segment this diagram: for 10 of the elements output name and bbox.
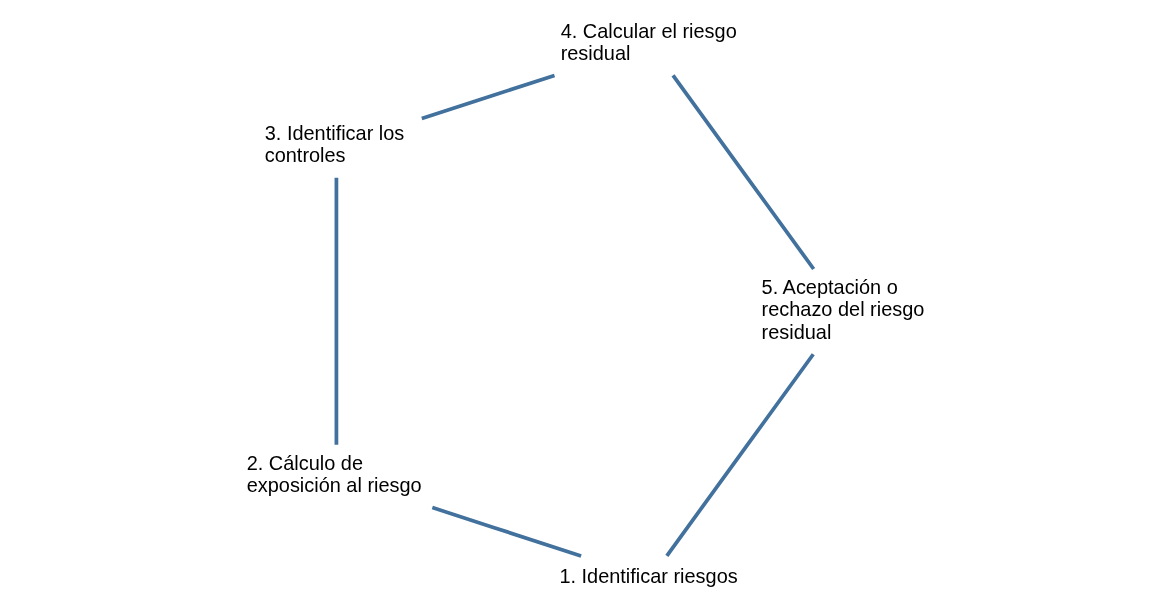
connector xyxy=(334,177,339,445)
node-text: 5. Aceptación o rechazo del riesgo residual xyxy=(761,275,925,343)
connector xyxy=(665,353,815,557)
node-text: 4. Calcular el riesgo residual xyxy=(560,19,737,65)
node-text: 3. Identificar los controles xyxy=(264,121,405,167)
connector xyxy=(431,505,582,558)
node-text: 2. Cálculo de exposición al riesgo xyxy=(246,451,422,497)
connector xyxy=(421,73,556,121)
node-text: 1. Identificar riesgos xyxy=(559,565,738,588)
connector xyxy=(671,74,816,271)
